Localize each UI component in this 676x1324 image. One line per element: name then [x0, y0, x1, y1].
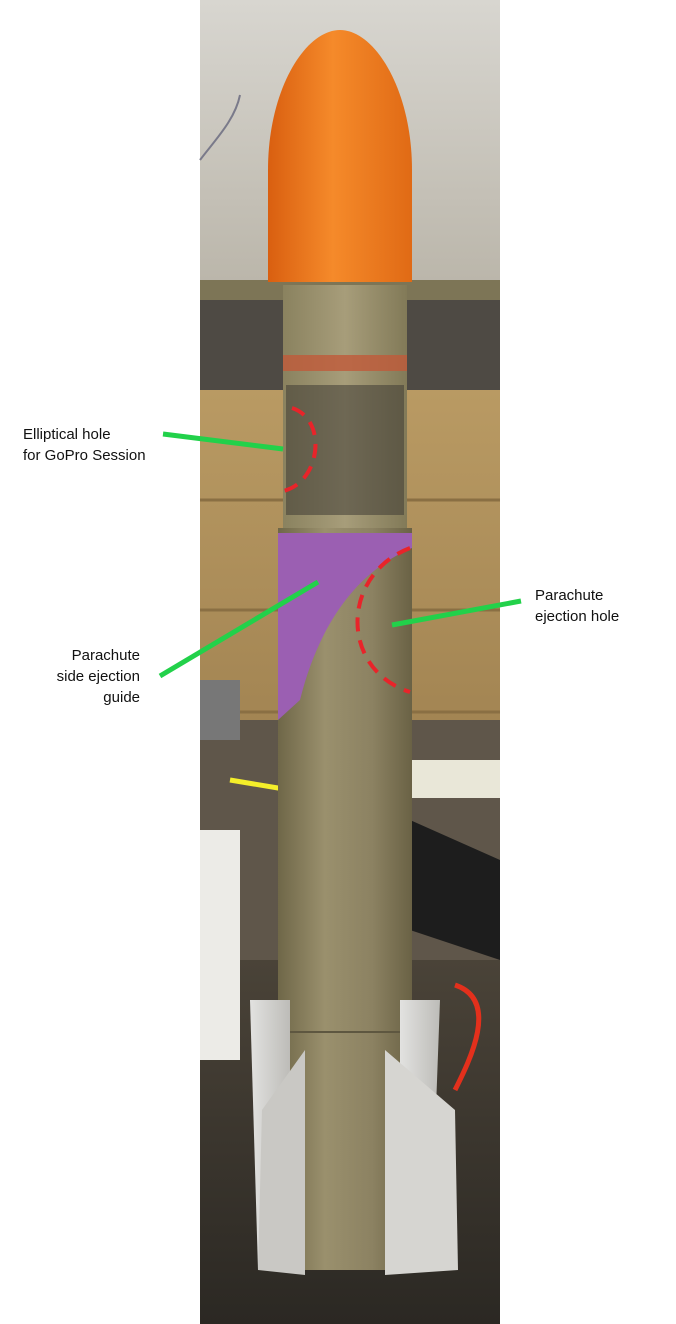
side-guide-annotation: Parachute side ejection guide [57, 645, 140, 708]
ejection-hole-outline [355, 546, 411, 694]
ejection-hole-leader-line [391, 598, 522, 628]
annotation-line: for GoPro Session [23, 447, 146, 464]
gopro-hole-annotation: Elliptical hole for GoPro Session [23, 424, 146, 466]
rocket-fins [250, 1000, 458, 1275]
parachute-side-ejection-guide [278, 533, 412, 720]
annotation-line: guide [103, 689, 140, 706]
annotation-line: Parachute [71, 647, 140, 664]
gopro-hole-leader-line [162, 431, 284, 452]
side-guide-leader-line [158, 579, 320, 679]
nose-cone [268, 30, 412, 282]
ejection-hole-annotation: Parachute ejection hole [535, 585, 619, 627]
annotation-line: side ejection [56, 668, 140, 685]
gopro-hole-outline [275, 406, 318, 494]
annotation-line: Elliptical hole [23, 426, 111, 443]
annotation-line: Parachute [535, 587, 604, 604]
annotation-line: ejection hole [535, 608, 620, 625]
